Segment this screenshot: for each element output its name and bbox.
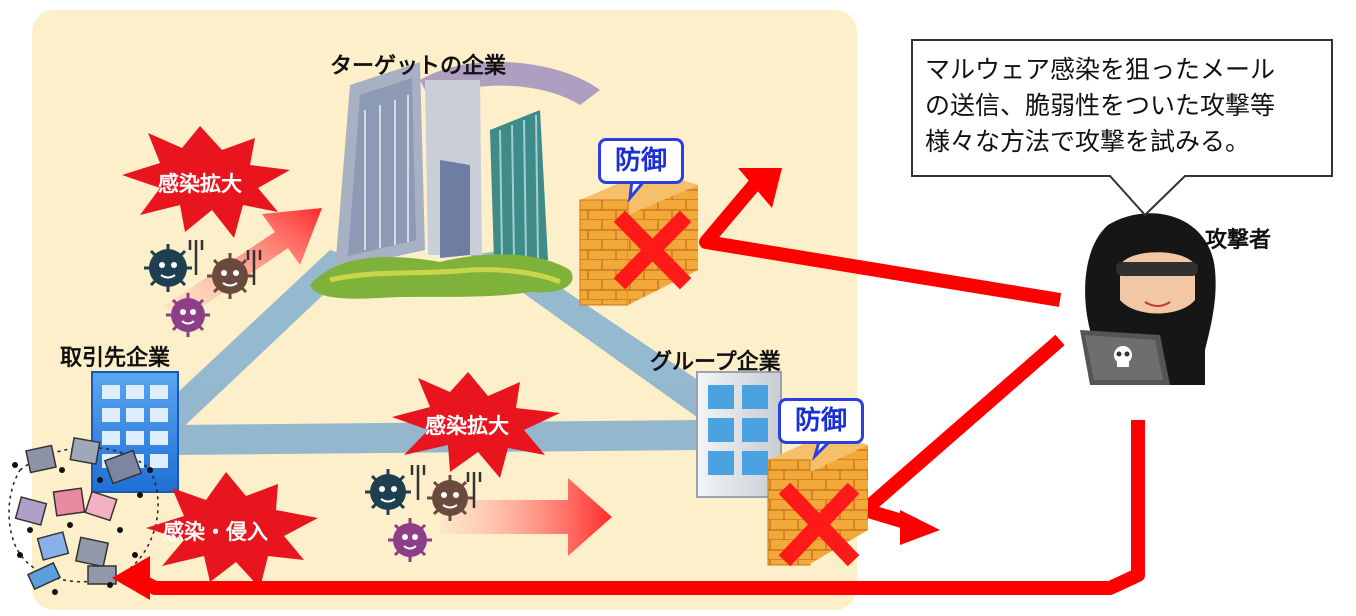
speech-line-1: マルウェア感染を狙ったメール (925, 55, 1276, 84)
virus-icons-top (144, 240, 262, 337)
burst-spread-middle (392, 372, 560, 478)
target-company-building-illustration (310, 61, 600, 299)
hacker-figure (1080, 213, 1216, 385)
virus-icons-middle (365, 465, 482, 562)
infected-computers-cluster (8, 437, 159, 595)
speech-bubble-text: マルウェア感染を狙ったメール の送信、脆弱性をついた攻撃等 様々な方法で攻撃を試… (925, 52, 1335, 160)
partner-company-label: 取引先企業 (60, 346, 171, 371)
speech-line-2: の送信、脆弱性をついた攻撃等 (925, 91, 1276, 120)
defense-badge-target: 防御 (598, 138, 684, 184)
burst-spread-top-text: 感染拡大 (158, 172, 242, 196)
blocked-x-target (613, 210, 692, 290)
burst-spread-middle-text: 感染拡大 (425, 414, 509, 438)
group-company-building (696, 371, 782, 498)
blocked-x-group (778, 482, 860, 567)
speech-bubble (911, 39, 1333, 217)
burst-infiltration (146, 472, 318, 588)
attacker-label: 攻撃者 (1205, 228, 1272, 253)
target-company-label: ターゲットの企業 (330, 54, 507, 79)
spread-arrow-middle (440, 478, 612, 556)
attack-arrowheads (112, 168, 940, 600)
burst-spread-top (122, 126, 290, 238)
burst-infiltration-text: 感染・侵入 (163, 520, 268, 544)
speech-line-3: 様々な方法で攻撃を試みる。 (925, 127, 1251, 156)
group-company-label: グループ企業 (650, 350, 781, 375)
defense-badge-group: 防御 (778, 398, 864, 444)
